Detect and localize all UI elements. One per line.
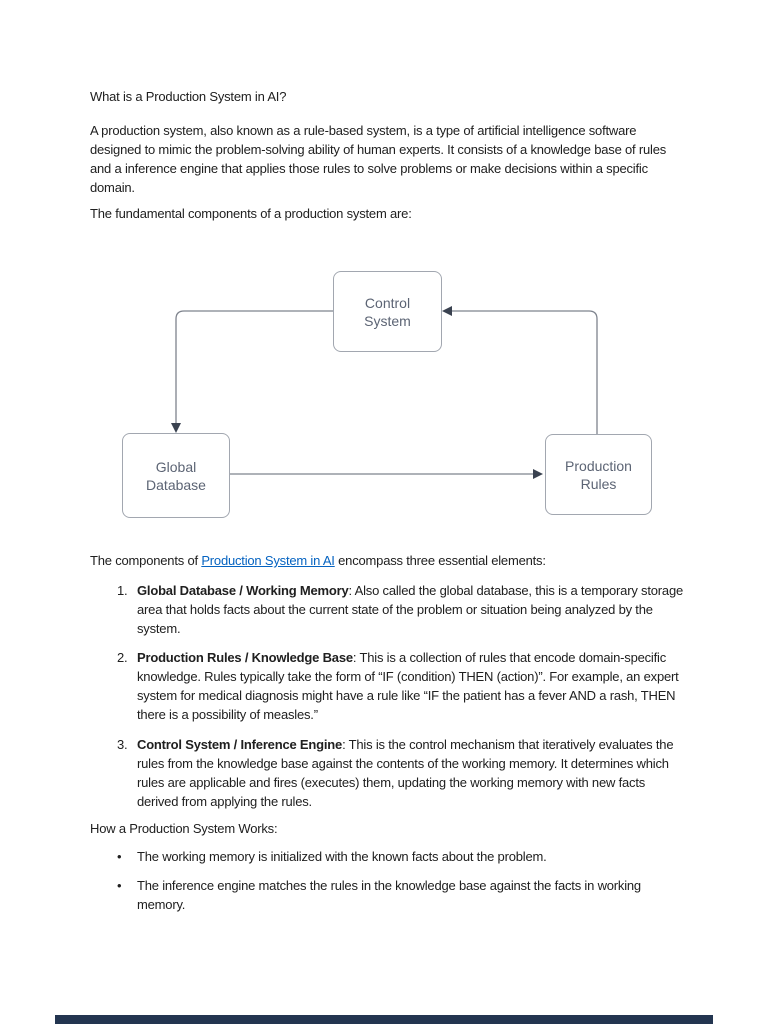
list-item-global-database: 1. Global Database / Working Memory: Als… <box>90 581 684 638</box>
diagram-connectors <box>171 306 598 479</box>
node-label: Rules <box>580 475 617 492</box>
bullet-icon: • <box>117 849 122 864</box>
viewer-footer-bar-edge <box>55 1015 713 1024</box>
list-item-production-rules: 2. Production Rules / Knowledge Base: Th… <box>90 648 684 724</box>
node-label: Database <box>146 476 206 493</box>
list-item-term: Production Rules / Knowledge Base <box>137 650 353 665</box>
arrowhead-down-icon <box>171 423 181 433</box>
bullet-icon: • <box>117 878 122 893</box>
list-number: 1. <box>117 583 128 598</box>
edge-control-to-global <box>175 310 333 425</box>
list-item-text: : This is a collection of rules that enc… <box>137 650 679 722</box>
list-item-text: : Also called the global database, this … <box>137 583 683 636</box>
list-number: 3. <box>117 737 128 752</box>
node-label: Production <box>565 457 632 474</box>
bullet-text: The inference engine matches the rules i… <box>137 878 641 912</box>
bullet-item-inference-engine: • The inference engine matches the rules… <box>90 876 684 914</box>
node-label: System <box>364 312 411 329</box>
production-system-diagram: Control System Global Database Productio… <box>0 258 768 538</box>
intro-prefix: The components of <box>90 553 202 568</box>
bullet-text: The working memory is initialized with t… <box>137 849 547 864</box>
list-item-control-system: 3. Control System / Inference Engine: Th… <box>90 735 684 811</box>
edge-rules-to-control <box>452 310 598 434</box>
node-control-system: Control System <box>333 271 442 352</box>
components-intro-line: The components of Production System in A… <box>90 551 684 570</box>
list-item-term: Control System / Inference Engine <box>137 737 343 752</box>
list-item-term: Global Database / Working Memory <box>137 583 349 598</box>
how-it-works-heading: How a Production System Works: <box>90 821 278 836</box>
production-system-link[interactable]: Production System in AI <box>201 553 335 568</box>
node-global-database: Global Database <box>122 433 230 518</box>
page-title: What is a Production System in AI? <box>90 89 287 104</box>
node-label: Global <box>155 458 197 475</box>
bullet-item-working-memory: • The working memory is initialized with… <box>90 847 684 866</box>
arrowhead-left-icon <box>442 306 452 316</box>
components-lead-paragraph: The fundamental components of a producti… <box>90 206 412 221</box>
arrowhead-right-icon <box>533 469 543 479</box>
list-item-text: : This is the control mechanism that ite… <box>137 737 674 809</box>
node-label: Control <box>364 294 411 311</box>
intro-paragraph: A production system, also known as a rul… <box>90 123 667 195</box>
intro-suffix: encompass three essential elements: <box>334 553 546 568</box>
list-number: 2. <box>117 650 128 665</box>
node-production-rules: Production Rules <box>545 434 652 515</box>
